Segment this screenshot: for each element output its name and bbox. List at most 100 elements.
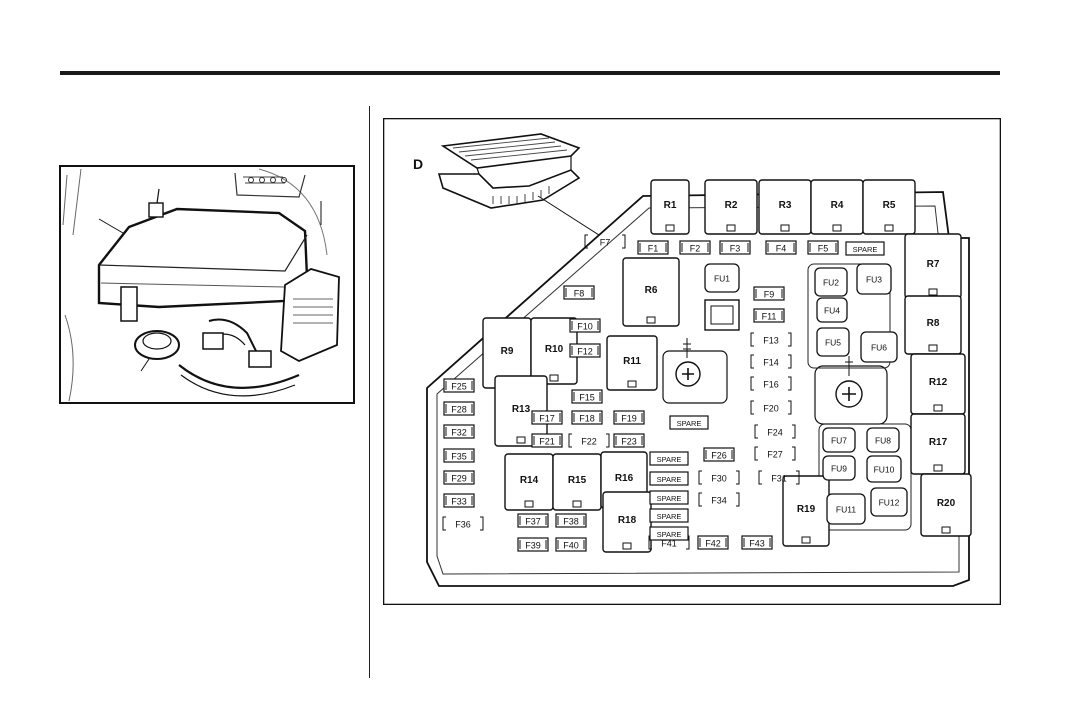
fuse-f23: F23: [613, 433, 645, 448]
component-label: F19: [621, 414, 637, 424]
component-label: FU9: [831, 464, 847, 474]
fuse-f32: F32: [443, 424, 475, 439]
component-label: F18: [579, 414, 595, 424]
component-label: R14: [520, 475, 539, 486]
relay-r4: R4: [810, 179, 864, 235]
component-label: R8: [927, 318, 940, 329]
fuse-f5: F5: [807, 240, 839, 255]
spare-fuse-slot: SPARE: [649, 490, 689, 505]
fuse-f20: F20: [750, 400, 792, 415]
component-label: R6: [645, 285, 658, 296]
component-label: F30: [711, 474, 727, 484]
component-label: F13: [763, 336, 779, 346]
fuse-f34: F34: [698, 492, 740, 507]
fuse-f9: F9: [753, 286, 785, 301]
fuse-f29: F29: [443, 470, 475, 485]
fuse-f25: F25: [443, 378, 475, 393]
cartridge-fuse-fu4: FU4: [816, 297, 848, 323]
relay-r15: R15: [552, 453, 602, 511]
component-label: SPARE: [677, 419, 702, 428]
component-label: R16: [615, 473, 634, 484]
column-divider: [369, 106, 370, 678]
component-label: F10: [577, 322, 593, 332]
component-label: F27: [767, 450, 783, 460]
component-label: FU12: [879, 498, 900, 508]
component-label: F1: [648, 244, 659, 254]
fuse-f35: F35: [443, 448, 475, 463]
fuse-f27: F27: [754, 446, 796, 461]
cartridge-fuse-fu9: FU9: [822, 455, 856, 481]
component-label: F8: [574, 289, 585, 299]
cartridge-fuse-fu3: FU3: [856, 263, 892, 295]
relay-r19: R19: [782, 475, 830, 547]
fuse-f30: F30: [698, 470, 740, 485]
mounting-screw-icon: [662, 338, 728, 404]
component-label: R19: [797, 504, 816, 515]
cartridge-fuse-fu12: FU12: [870, 487, 908, 517]
fuse-f37: F37: [517, 513, 549, 528]
component-label: F29: [451, 474, 467, 484]
relay-r20: R20: [920, 473, 972, 537]
relay-r18: R18: [602, 491, 652, 553]
component-label: FU7: [831, 436, 847, 446]
component-label: F22: [581, 437, 597, 447]
component-label: R2: [725, 200, 738, 211]
component-label: FU6: [871, 343, 887, 353]
fuse-f1: F1: [637, 240, 669, 255]
component-label: F42: [705, 539, 721, 549]
component-label: FU11: [836, 505, 856, 515]
component-label: F16: [763, 380, 779, 390]
fuse-f43: F43: [741, 535, 773, 550]
fuse-f42: F42: [697, 535, 729, 550]
fuse-f31: F31: [758, 470, 800, 485]
relay-r7: R7: [904, 233, 962, 299]
component-label: F12: [577, 347, 593, 357]
fuse-f38: F38: [555, 513, 587, 528]
component-label: SPARE: [657, 455, 682, 464]
fuse-f16: F16: [750, 376, 792, 391]
cartridge-fuse-fu6: FU6: [860, 331, 898, 363]
component-label: SPARE: [657, 494, 682, 503]
component-label: F11: [762, 312, 777, 322]
component-label: F33: [451, 497, 467, 507]
component-label: FU10: [874, 465, 895, 475]
component-label: F23: [621, 437, 637, 447]
spare-fuse-slot: SPARE: [649, 508, 689, 523]
relay-r11: R11: [606, 335, 658, 391]
fuse-f14: F14: [750, 354, 792, 369]
component-label: F7: [600, 238, 611, 248]
component-label: SPARE: [657, 475, 682, 484]
component-label: F35: [451, 452, 467, 462]
cartridge-fuse-fu2: FU2: [814, 267, 848, 297]
fuse-f12: F12: [569, 343, 601, 358]
component-label: SPARE: [657, 512, 682, 521]
mounting-screw-icon: [814, 356, 888, 425]
spare-fuse-slot: SPARE: [649, 526, 689, 541]
spare-fuse-slot: SPARE: [845, 241, 885, 256]
fuse-puller-icon: [437, 133, 581, 209]
component-label: F21: [539, 437, 555, 447]
relay-r17: R17: [910, 413, 966, 475]
component-label: F39: [525, 541, 541, 551]
component-label: R18: [618, 515, 637, 526]
fuse-f40: F40: [555, 537, 587, 552]
component-label: FU5: [825, 338, 841, 348]
component-label: F2: [690, 244, 701, 254]
component-label: SPARE: [657, 530, 682, 539]
component-label: F28: [451, 405, 467, 415]
fuse-f17: F17: [531, 410, 563, 425]
relay-r8: R8: [904, 295, 962, 355]
component-label: F15: [579, 393, 595, 403]
spare-fuse-slot: SPARE: [649, 471, 689, 486]
fuse-f4: F4: [765, 240, 797, 255]
component-label: F41: [661, 539, 677, 549]
relay-r1: R1: [650, 179, 690, 235]
component-label: F20: [763, 404, 779, 414]
component-label: R13: [512, 404, 531, 415]
cartridge-fuse-fu7: FU7: [822, 427, 856, 453]
relay-r3: R3: [758, 179, 812, 235]
component-label: R17: [929, 437, 948, 448]
component-label: F24: [767, 428, 783, 438]
component-label: R9: [501, 346, 514, 357]
